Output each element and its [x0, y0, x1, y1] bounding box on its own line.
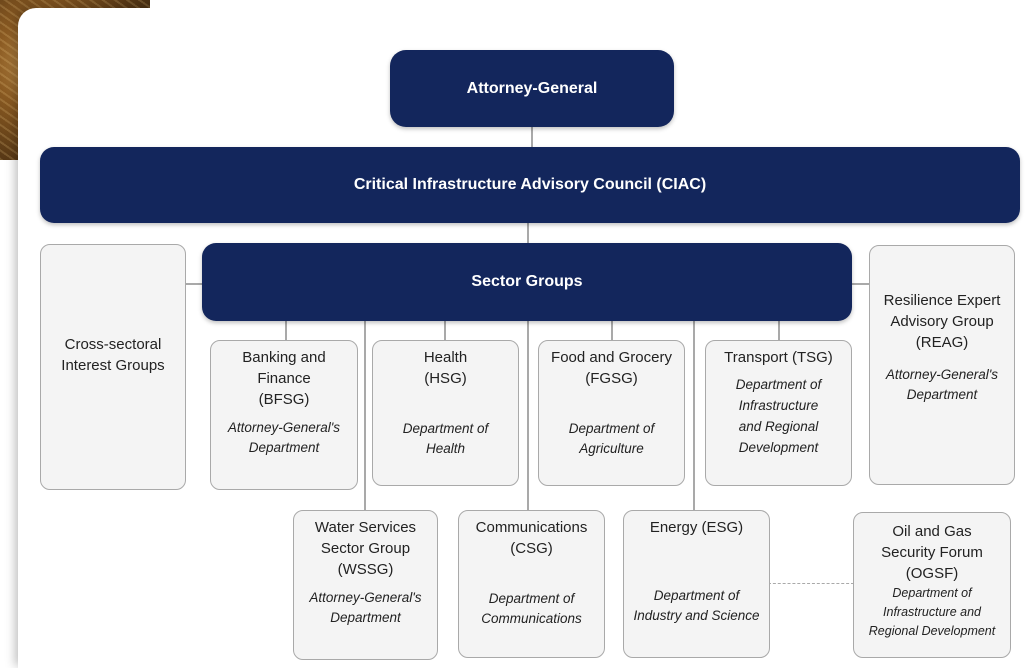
csg-name: Communications (CSG)	[475, 519, 588, 557]
connector-esg	[693, 320, 695, 510]
ogsf-dept: Department of Infrastructure and Regiona…	[868, 586, 996, 638]
dashed-connector-esg-ogsf	[768, 583, 854, 584]
sector-groups-box: Sector Groups	[202, 243, 852, 321]
cross-sectoral-box: Cross-sectoral Interest Groups	[40, 244, 186, 490]
top-strip	[150, 0, 1036, 8]
sector-box-hsg: Health (HSG) Department of Health	[372, 340, 519, 486]
wssg-name: Water Services Sector Group (WSSG)	[314, 519, 417, 578]
tsg-name: Transport (TSG)	[724, 349, 833, 366]
cross-sectoral-label: Cross-sectoral Interest Groups	[61, 336, 165, 374]
reag-name: Resilience Expert Advisory Group (REAG)	[883, 292, 1001, 351]
connector-wssg	[364, 320, 366, 510]
ogsf-name: Oil and Gas Security Forum (OGSF)	[881, 523, 983, 582]
esg-dept: Department of Industry and Science	[633, 588, 760, 623]
sector-box-esg: Energy (ESG) Department of Industry and …	[623, 510, 770, 658]
hsg-name: Health (HSG)	[423, 349, 468, 387]
fgsg-dept: Department of Agriculture	[568, 421, 655, 456]
connector-fgsg	[611, 320, 613, 340]
esg-name: Energy (ESG)	[649, 519, 744, 536]
wssg-dept: Attorney-General's Department	[309, 590, 422, 625]
sector-box-tsg: Transport (TSG) Department of Infrastruc…	[705, 340, 852, 486]
sector-box-bfsg: Banking and Finance (BFSG) Attorney-Gene…	[210, 340, 358, 490]
connector-cross-sector	[185, 283, 202, 285]
sector-box-wssg: Water Services Sector Group (WSSG) Attor…	[293, 510, 438, 660]
connector-csg	[527, 320, 529, 510]
tsg-dept: Department of Infrastructure and Regiona…	[735, 377, 822, 455]
hsg-dept: Department of Health	[402, 421, 489, 456]
ciac-label: Critical Infrastructure Advisory Council…	[353, 176, 707, 193]
reag-box: Resilience Expert Advisory Group (REAG) …	[869, 245, 1015, 485]
connector-tsg	[778, 320, 780, 340]
sector-groups-label: Sector Groups	[471, 273, 583, 290]
fgsg-name: Food and Grocery (FGSG)	[551, 349, 672, 387]
connector-ciac-sector	[527, 222, 529, 244]
connector-ag-ciac	[531, 126, 533, 148]
reag-dept: Attorney-General's Department	[885, 367, 999, 402]
bfsg-dept: Attorney-General's Department	[227, 420, 341, 455]
attorney-general-box: Attorney-General	[390, 50, 674, 127]
sector-box-fgsg: Food and Grocery (FGSG) Department of Ag…	[538, 340, 685, 486]
connector-sector-reag	[852, 283, 870, 285]
connector-bfsg	[285, 320, 287, 340]
sector-box-csg: Communications (CSG) Department of Commu…	[458, 510, 605, 658]
ciac-box: Critical Infrastructure Advisory Council…	[40, 147, 1020, 223]
connector-hsg	[444, 320, 446, 340]
attorney-general-label: Attorney-General	[466, 79, 598, 97]
csg-dept: Department of Communications	[481, 591, 582, 626]
bfsg-name: Banking and Finance (BFSG)	[242, 349, 326, 408]
sector-box-ogsf: Oil and Gas Security Forum (OGSF) Depart…	[853, 512, 1011, 658]
